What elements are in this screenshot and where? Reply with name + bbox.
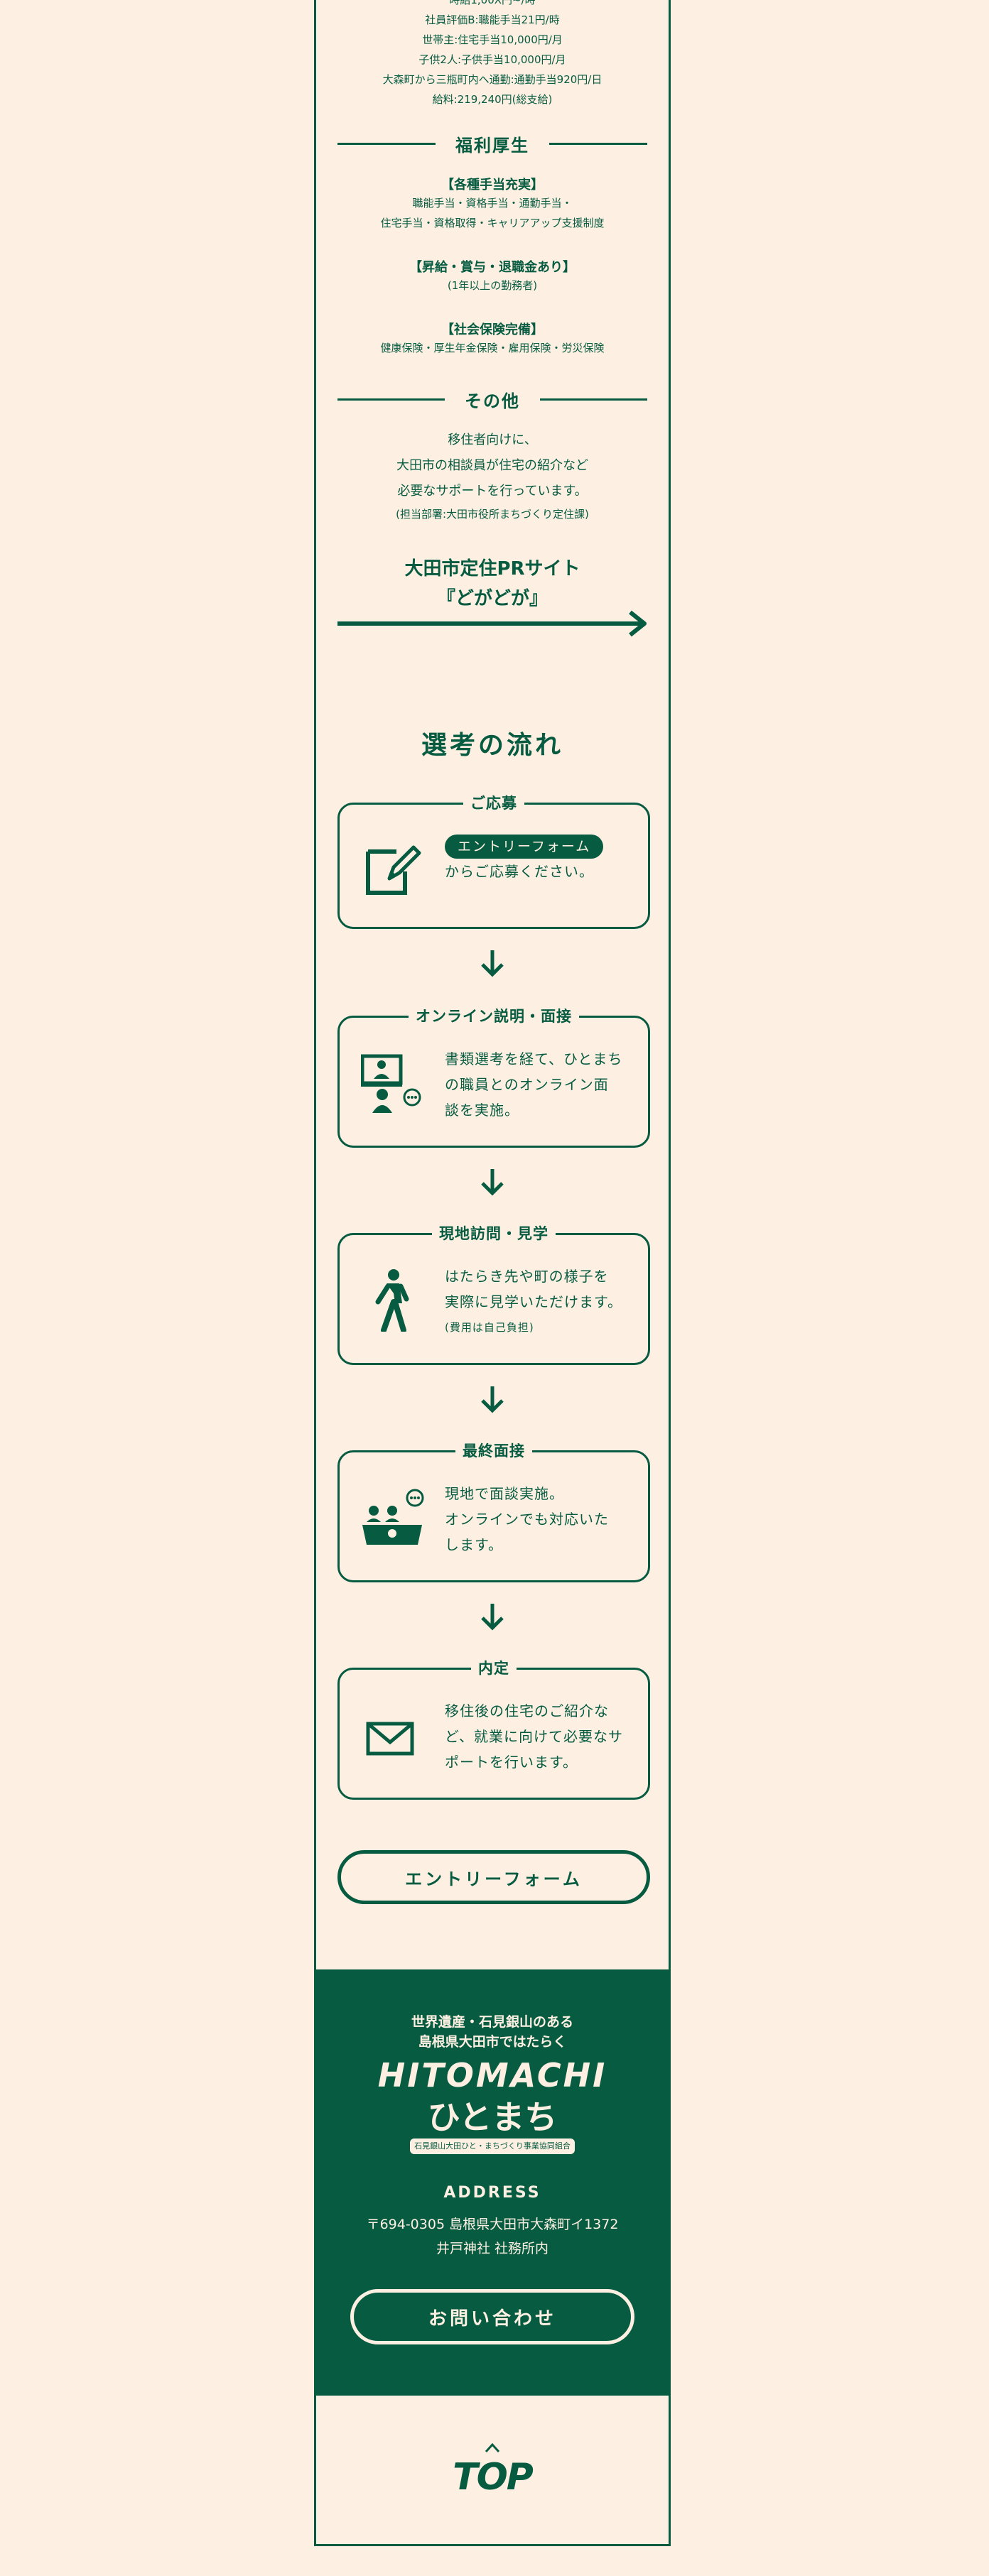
salary-list: 時給1,00X円~/時 社員評価B:職能手当21円/時 世帯主:住宅手当10,0… [316, 0, 669, 109]
divider [549, 142, 647, 145]
step-title: ご応募 [463, 795, 524, 812]
welfare-group: 【各種手当充実】 職能手当・資格手当・通勤手当・ 住宅手当・資格取得・キャリアア… [316, 175, 669, 233]
step-title: 現地訪問・見学 [432, 1225, 556, 1242]
address-label: ADDRESS [443, 2184, 541, 2202]
divider [337, 398, 445, 401]
welfare-group-line: (1年以上の勤務者) [447, 279, 538, 292]
welfare-group-title: 【各種手当充実】 [441, 178, 544, 192]
step-title: 最終面接 [455, 1442, 532, 1460]
step-line: 実際に見学いただけます。 [445, 1293, 622, 1310]
welfare-group-line: 住宅手当・資格取得・キャリアアップ支援制度 [380, 217, 605, 229]
arrow-down-icon [481, 1169, 504, 1196]
step-card: オンライン説明・面接 書類選考を経て、ひとまち の職員とのオンライン面 談を実施… [337, 1008, 650, 1148]
other-note: (担当部署:大田市役所まちづくり定住課) [396, 508, 589, 521]
arrow-down-icon [481, 950, 504, 977]
step-line: からご応募ください。 [445, 863, 594, 880]
welfare-group-title: 【昇給・賞与・退職金あり】 [409, 260, 575, 275]
salary-line: 世帯主:住宅手当10,000円/月 [422, 33, 563, 46]
arrow-down-icon [481, 1386, 504, 1413]
other-line: 必要なサポートを行っています。 [397, 484, 588, 499]
welfare-group-line: 健康保険・厚生年金保険・雇用保険・労災保険 [380, 342, 605, 354]
welfare-group: 【昇給・賞与・退職金あり】 (1年以上の勤務者) [316, 257, 669, 295]
step-card: 最終面接 現地で面談実施。 オンラインでも対応いた します。 [337, 1442, 650, 1582]
footer-tagline: 世界遺産・石見銀山のある 島根県大田市ではたらく [316, 2012, 669, 2052]
pr-site-link[interactable]: 大田市定住PRサイト 『どがどが』 [316, 554, 669, 614]
salary-line: 大森町から三瓶町内へ通勤:通勤手当920円/日 [382, 73, 602, 86]
welfare-group-line: 職能手当・資格手当・通勤手当・ [412, 197, 573, 210]
pr-site-link-line[interactable]: 『どがどが』 [436, 588, 548, 609]
pr-site-link-line[interactable]: 大田市定住PRサイト [404, 558, 580, 580]
tagline-line: 世界遺産・石見銀山のある [411, 2014, 573, 2030]
other-line: 大田市の相談員が住宅の紹介など [396, 458, 588, 473]
tagline-line: 島根県大田市ではたらく [418, 2034, 567, 2050]
step-card: 現地訪問・見学 はたらき先や町の様子を 実際に見学いただけます。 (費用は自己負… [337, 1225, 650, 1365]
welfare-group-title: 【社会保険完備】 [441, 322, 544, 337]
address-line: 〒694-0305 島根県大田市大森町イ1372 [366, 2217, 619, 2232]
org-name: 石見銀山大田ひと・まちづくり事業協同組合 [410, 2138, 575, 2154]
step-line: の職員とのオンライン面 [445, 1076, 609, 1093]
back-to-top-link[interactable]: TOP [453, 2456, 534, 2499]
logo-en: HITOMACHI [377, 2056, 607, 2094]
welfare-heading: 福利厚生 [337, 129, 647, 158]
step-line: はたらき先や町の様子を [445, 1268, 609, 1285]
interview-table-icon [362, 1489, 424, 1545]
other-heading: その他 [337, 385, 647, 413]
arrow-right-icon[interactable] [337, 609, 650, 638]
other-heading-text: その他 [465, 391, 520, 411]
step-line: 現地で面談実施。 [445, 1485, 564, 1502]
pencil-document-icon [366, 845, 421, 895]
divider [540, 398, 647, 401]
arrow-down-icon [481, 1604, 504, 1631]
salary-line: 社員評価B:職能手当21円/時 [425, 13, 560, 26]
entry-form-pill-link[interactable]: エントリーフォーム [445, 835, 604, 859]
step-title: 内定 [471, 1660, 517, 1677]
address: 〒694-0305 島根県大田市大森町イ1372 井戸神社 社務所内 [316, 2212, 669, 2261]
chevron-up-icon[interactable] [482, 2440, 503, 2455]
envelope-icon [366, 1722, 414, 1756]
other-line: 移住者向けに、 [448, 433, 537, 447]
page-frame: 時給1,00X円~/時 社員評価B:職能手当21円/時 世帯主:住宅手当10,0… [314, 0, 671, 2546]
entry-form-button[interactable]: エントリーフォーム [337, 1850, 650, 1904]
online-meeting-icon [361, 1054, 421, 1113]
footer: 世界遺産・石見銀山のある 島根県大田市ではたらく HITOMACHI ひとまち … [316, 1969, 669, 2396]
salary-line: 子供2人:子供手当10,000円/月 [418, 53, 566, 66]
step-line: ポートを行います。 [445, 1754, 578, 1771]
salary-line: 給料:219,240円(総支給) [432, 93, 553, 106]
step-line: します。 [445, 1536, 503, 1553]
step-line: 移住後の住宅のご紹介な [445, 1702, 609, 1719]
salary-line: 時給1,00X円~/時 [449, 0, 536, 6]
divider [337, 142, 436, 145]
step-line: 談を実施。 [445, 1102, 519, 1119]
step-card: ご応募 エントリーフォーム からご応募ください。 [337, 795, 650, 929]
selection-title: 選考の流れ [421, 731, 563, 760]
step-title: オンライン説明・面接 [409, 1008, 579, 1025]
step-line: オンラインでも対応いた [445, 1511, 609, 1528]
welfare-group: 【社会保険完備】 健康保険・厚生年金保険・雇用保険・労災保険 [316, 320, 669, 358]
step-line: ど、就業に向けて必要なサ [445, 1728, 623, 1745]
contact-button[interactable]: お問い合わせ [350, 2289, 634, 2344]
walking-person-icon [375, 1269, 409, 1332]
address-line: 井戸神社 社務所内 [436, 2241, 549, 2256]
logo-jp: ひとまち [427, 2098, 558, 2136]
step-card: 内定 移住後の住宅のご紹介な ど、就業に向けて必要なサ ポートを行います。 [337, 1660, 650, 1800]
step-note: (費用は自己負担) [445, 1321, 534, 1334]
step-line: 書類選考を経て、ひとまち [445, 1050, 623, 1067]
welfare-heading-text: 福利厚生 [455, 135, 529, 156]
other-text: 移住者向けに、 大田市の相談員が住宅の紹介など 必要なサポートを行っています。 … [316, 428, 669, 524]
